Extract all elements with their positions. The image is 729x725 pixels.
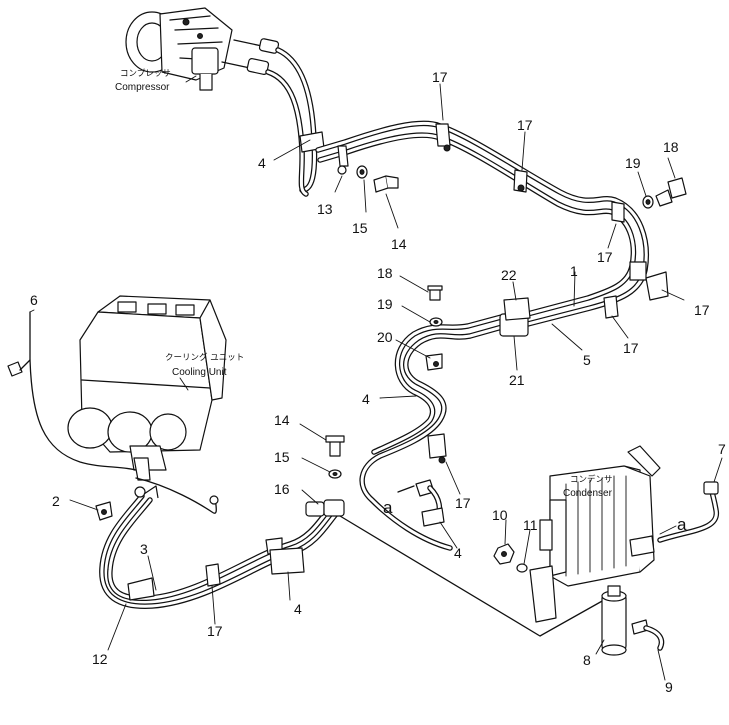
condenser-label-jp: コンデンサ: [570, 474, 613, 485]
compressor-label-jp: コンプレッサ: [120, 69, 171, 79]
callout-3: 3: [140, 541, 148, 557]
callout-4-lower: 4: [294, 601, 302, 617]
connection-mark-a-right: a: [677, 515, 687, 534]
fitting-2: [95, 485, 159, 521]
nut-washer: [493, 543, 528, 573]
callout-14-lower: 14: [274, 412, 290, 428]
callout-6: 6: [30, 292, 38, 308]
callout-11: 11: [523, 517, 538, 533]
cooling-unit-label: Cooling Unit: [172, 367, 227, 378]
callout-21: 21: [509, 372, 525, 388]
callout-19-right: 19: [625, 155, 641, 171]
bolt-group-right: [642, 177, 687, 209]
callout-12: 12: [92, 651, 108, 667]
condenser: [529, 445, 661, 623]
compressor-hoses: [221, 38, 325, 197]
callout-9: 9: [665, 679, 673, 695]
callout-15-upper: 15: [352, 220, 368, 236]
cooling-unit: [67, 295, 227, 481]
callout-17-center: 17: [455, 495, 471, 511]
compressor: [125, 7, 233, 91]
callout-13: 13: [317, 201, 333, 217]
leader-lines: [29, 83, 723, 681]
callout-17-upper-right: 17: [517, 117, 533, 133]
callout-16: 16: [274, 481, 290, 497]
condenser-label: Condenser: [563, 488, 613, 499]
compressor-label: Compressor: [115, 82, 170, 93]
long-wire: [339, 515, 605, 637]
bolt-group-lower: [325, 435, 345, 479]
connection-mark-a-center: a: [383, 498, 393, 517]
callout-7: 7: [718, 441, 726, 457]
callout-4-middle: 4: [362, 391, 370, 407]
callout-18-middle: 18: [377, 265, 393, 281]
pipe-7: [657, 481, 719, 543]
callout-17-mid-right: 17: [623, 340, 639, 356]
callout-2: 2: [52, 493, 60, 509]
cooling-unit-label-jp: クーリング ユニット: [165, 352, 244, 363]
callout-8: 8: [583, 652, 591, 668]
pipe-9: [631, 619, 665, 651]
callout-17-right: 17: [597, 249, 613, 265]
callout-4-upper: 4: [258, 155, 266, 171]
receiver-drier: [601, 585, 627, 656]
upper-clamps: [337, 123, 669, 319]
callout-22: 22: [501, 267, 517, 283]
wire-end-6: [7, 361, 23, 377]
callout-17-lower: 17: [207, 623, 223, 639]
middle-tube: [359, 297, 531, 551]
callout-17-far-right: 17: [694, 302, 710, 318]
callout-4-center: 4: [454, 545, 462, 561]
callout-14-upper: 14: [391, 236, 407, 252]
fitting-a-center: [397, 479, 445, 527]
callout-1: 1: [570, 263, 578, 279]
callout-10: 10: [492, 507, 508, 523]
callout-5: 5: [583, 352, 591, 368]
callout-17-top: 17: [432, 69, 448, 85]
callout-20: 20: [377, 329, 393, 345]
bolt-group-upper: [337, 165, 399, 193]
bolt-group-middle: [427, 285, 443, 327]
callout-18-right: 18: [663, 139, 679, 155]
callout-15-lower: 15: [274, 449, 290, 465]
wire-6: [29, 311, 137, 471]
lower-left-tube: [99, 493, 345, 609]
callout-19-middle: 19: [377, 296, 393, 312]
callout-numbers: 1 2 3 4 4 4 4 5 6 7 8 9 10 11 12 13 14 1…: [30, 69, 726, 695]
wire-mid: [135, 477, 217, 514]
